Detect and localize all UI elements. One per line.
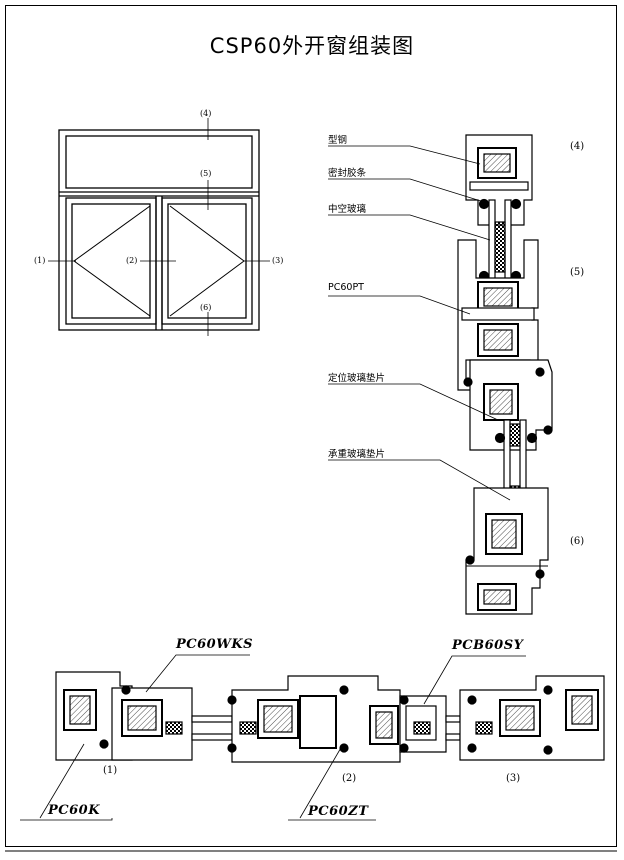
vref-5: (5) <box>570 267 585 278</box>
drawing-title: CSP60外开窗组装图 <box>209 34 415 58</box>
model-sash-right: PCB60SY <box>452 638 524 653</box>
model-frame: PC60K <box>48 803 101 818</box>
leader-lines <box>328 145 511 501</box>
model-sash-top: PC60WKS <box>176 637 253 652</box>
marker-right: (3) <box>272 256 284 265</box>
steel-reinforcement-sash <box>489 389 513 415</box>
marker-left: (1) <box>34 256 46 265</box>
transom-glass-outline <box>65 135 253 189</box>
label-seal-strip: 密封胶条 <box>328 168 367 179</box>
glass-spacer-top <box>494 221 506 273</box>
label-insulated-glass: 中空玻璃 <box>328 204 367 215</box>
label-load-block: 承重玻璃垫片 <box>328 449 386 460</box>
marker-top: (4) <box>200 109 212 118</box>
vref-4: (4) <box>570 141 585 152</box>
marker-middle: (2) <box>126 256 138 265</box>
vertical-section <box>457 134 553 615</box>
outer-frame <box>58 129 260 331</box>
drawing-border <box>5 5 617 847</box>
label-pc60pt: PC60PT <box>328 282 364 293</box>
pc60pt-bar <box>461 307 535 321</box>
label-setting-block: 定位玻璃垫片 <box>328 373 386 384</box>
label-steel: 型钢 <box>328 135 348 146</box>
marker-transom: (5) <box>200 169 212 178</box>
model-leaders <box>20 654 526 821</box>
window-elevation <box>48 118 270 336</box>
steel-reinforcement-top <box>483 153 511 173</box>
steel-reinforcement-bottom <box>491 519 517 549</box>
vref-6: (6) <box>570 536 585 547</box>
href-1: (1) <box>103 765 118 776</box>
steel-reinforcement-transom <box>483 287 513 307</box>
marker-bottom: (6) <box>200 303 212 312</box>
model-mullion: PC60ZT <box>308 804 369 819</box>
href-3: (3) <box>506 773 521 784</box>
href-2: (2) <box>342 773 357 784</box>
horizontal-section <box>55 671 605 763</box>
